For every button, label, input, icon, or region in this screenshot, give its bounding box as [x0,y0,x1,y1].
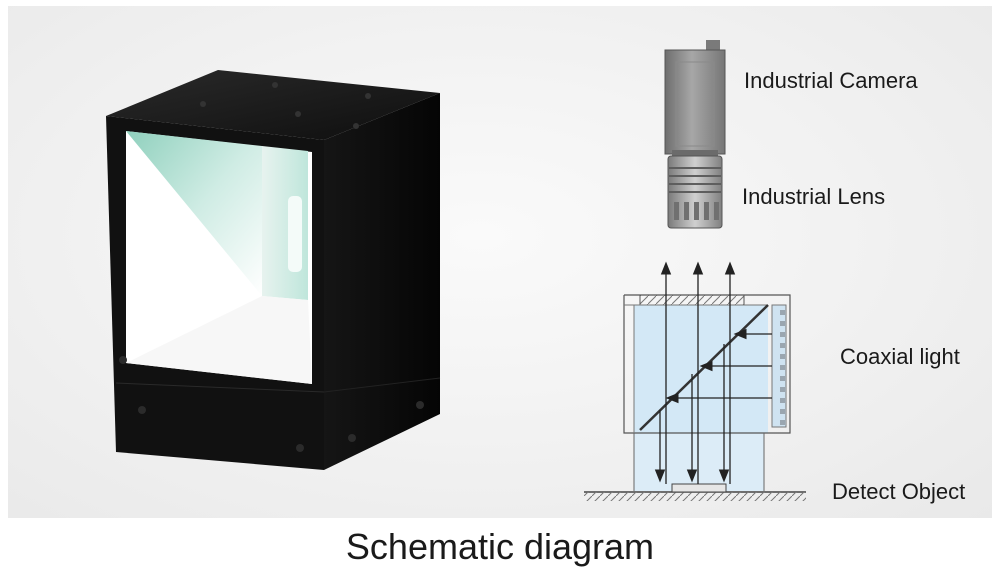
beam-splitter-glass [126,131,262,296]
camera-icon [664,40,726,156]
inner-floor [126,296,312,384]
screw [365,93,371,99]
screw [272,82,278,88]
figure-caption: Schematic diagram [345,526,655,567]
screw [353,123,359,129]
screw [416,401,424,409]
lens-icon [667,155,723,229]
screw [348,434,356,442]
screw [296,444,304,452]
label-detect-object: Detect Object [832,479,966,504]
detect-object-block [671,483,727,493]
label-industrial-lens: Industrial Lens [742,184,886,209]
screw [295,111,301,117]
light-path-arrows [654,261,772,484]
coaxial-light-product-photo [106,70,441,470]
housing-side-face [324,93,440,470]
screw [200,101,206,107]
label-coaxial-light: Coaxial light [840,344,960,369]
housing-top-face [106,70,440,140]
screw [119,356,127,364]
label-industrial-camera: Industrial Camera [744,68,918,93]
inner-wall-slot [288,196,302,272]
screw [138,406,146,414]
